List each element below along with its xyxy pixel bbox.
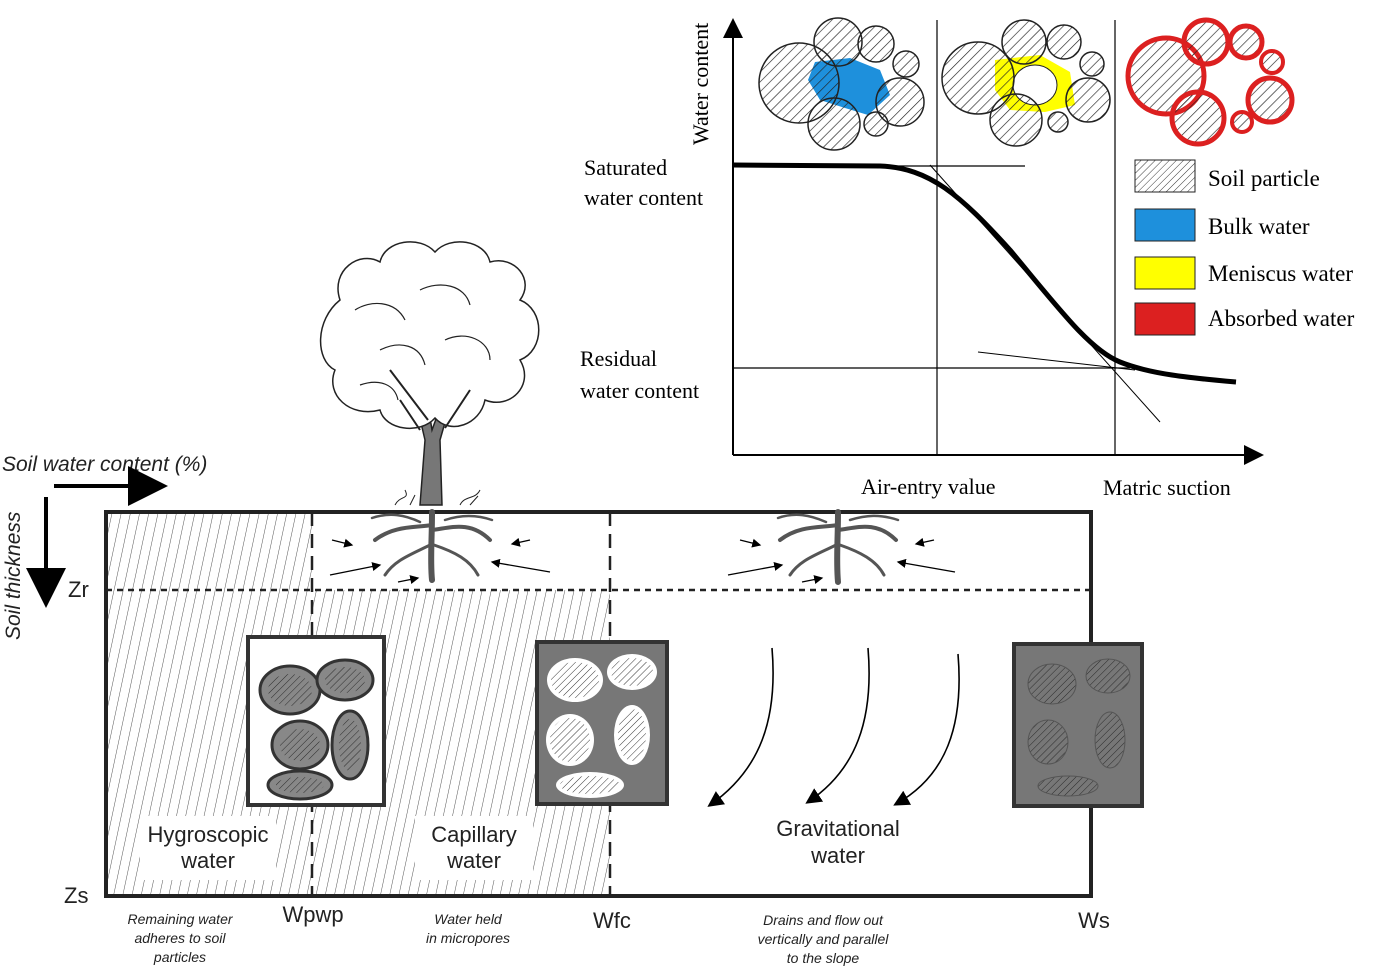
hygroscopic-label-2: water bbox=[180, 848, 235, 873]
hygroscopic-label-1: Hygroscopic bbox=[147, 822, 268, 847]
curve-y-label: Water content bbox=[688, 23, 713, 145]
threshold-ws: Ws bbox=[1078, 908, 1110, 933]
particle-cluster-bulk bbox=[758, 17, 925, 151]
legend-swatch-absorbed-water bbox=[1134, 302, 1196, 336]
tree-illustration bbox=[319, 241, 540, 506]
note-gravitational-1: Drains and flow out bbox=[763, 912, 884, 928]
threshold-wfc: Wfc bbox=[593, 908, 631, 933]
note-hygroscopic-3: particles bbox=[153, 949, 206, 965]
legend-swatch-soil-particle bbox=[1134, 159, 1196, 193]
legend: Soil particle Bulk water Meniscus water … bbox=[1134, 159, 1355, 336]
residual-label-2: water content bbox=[580, 378, 699, 403]
particle-cluster-meniscus bbox=[941, 19, 1111, 147]
legend-swatch-bulk-water bbox=[1134, 208, 1196, 242]
legend-label-meniscus-water: Meniscus water bbox=[1208, 261, 1353, 286]
soil-water-content-label: Soil water content (%) bbox=[2, 453, 207, 476]
legend-label-soil-particle: Soil particle bbox=[1208, 166, 1320, 191]
legend-label-bulk-water: Bulk water bbox=[1208, 214, 1310, 239]
legend-swatch-meniscus-water bbox=[1134, 256, 1196, 290]
note-capillary-1: Water held bbox=[434, 911, 503, 927]
threshold-wpwp: Wpwp bbox=[282, 902, 343, 927]
tangent-line-2 bbox=[977, 351, 1136, 371]
soil-profile: Hygroscopic water Capillary water Gravit… bbox=[2, 453, 1144, 966]
legend-label-absorbed-water: Absorbed water bbox=[1208, 306, 1355, 331]
gravitational-label-2: water bbox=[810, 843, 865, 868]
retention-curve-line bbox=[732, 162, 1237, 385]
curve-x-label: Matric suction bbox=[1103, 475, 1231, 500]
roots-right bbox=[776, 509, 900, 585]
soil-sample-dry bbox=[246, 635, 386, 807]
depth-label-zs: Zs bbox=[64, 883, 88, 908]
depth-label-zr: Zr bbox=[68, 577, 89, 602]
note-hygroscopic-1: Remaining water bbox=[127, 911, 233, 927]
roots-left bbox=[370, 509, 494, 583]
gravitational-label-1: Gravitational bbox=[776, 816, 900, 841]
capillary-label-1: Capillary bbox=[431, 822, 517, 847]
residual-label-1: Residual bbox=[580, 346, 657, 371]
root-uptake-arrows bbox=[329, 537, 956, 584]
note-capillary-2: in micropores bbox=[426, 930, 510, 946]
capillary-label-2: water bbox=[446, 848, 501, 873]
note-hygroscopic-2: adheres to soil bbox=[134, 930, 226, 946]
saturated-label-2: water content bbox=[584, 185, 703, 210]
note-gravitational-2: vertically and parallel bbox=[758, 931, 890, 947]
saturated-label-1: Saturated bbox=[584, 155, 667, 180]
particle-cluster-absorbed bbox=[1125, 17, 1295, 147]
soil-sample-field-capacity bbox=[535, 640, 669, 806]
soil-sample-saturated bbox=[1012, 642, 1144, 808]
retention-curve-chart: Water content Matric suction Air-entry v… bbox=[580, 17, 1355, 500]
drainage-arrows bbox=[707, 647, 960, 807]
air-entry-label: Air-entry value bbox=[861, 474, 996, 499]
note-gravitational-3: to the slope bbox=[787, 950, 860, 966]
soil-thickness-label: Soil thickness bbox=[2, 511, 25, 640]
